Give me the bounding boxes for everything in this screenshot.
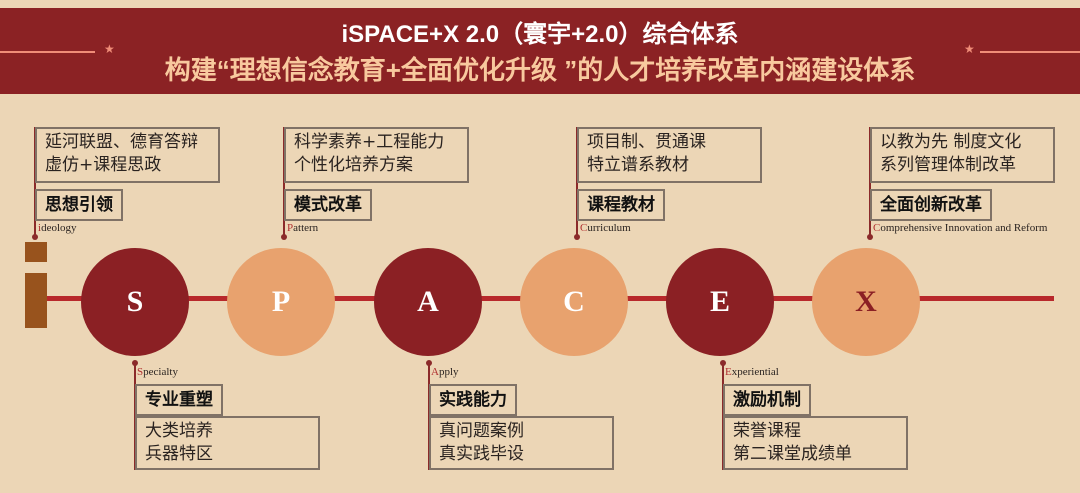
english-label-apply: Apply xyxy=(431,366,459,378)
node-x: X xyxy=(812,248,920,356)
description-box-specialty: 大类培养 兵器特区 xyxy=(135,416,320,470)
node-e: E xyxy=(666,248,774,356)
subtitle: 构建“理想信念教育+全面优化升级 ”的人才培养改革内涵建设体系 xyxy=(164,55,916,85)
star-icon: ★ xyxy=(104,42,115,56)
connector-dot xyxy=(281,234,287,240)
i-letter-dot xyxy=(25,242,47,262)
connector-dot xyxy=(867,234,873,240)
header-banner: iSPACE+X 2.0（寰宇+2.0）综合体系 ★ 构建“理想信念教育+全面优… xyxy=(0,8,1080,94)
label-apply: 实践能力 xyxy=(429,384,517,416)
label-ideology: 思想引领 xyxy=(35,189,123,221)
label-pattern: 模式改革 xyxy=(284,189,372,221)
description-box-pattern: 科学素养+工程能力 个性化培养方案 xyxy=(284,127,469,183)
label-comprehensive: 全面创新改革 xyxy=(870,189,992,221)
english-label-pattern: Pattern xyxy=(287,222,319,234)
node-c: C xyxy=(520,248,628,356)
node-p: P xyxy=(227,248,335,356)
english-label-curriculum: Curriculum xyxy=(580,222,631,234)
right-decor-line xyxy=(980,51,1080,53)
node-a: A xyxy=(374,248,482,356)
description-box-experiential: 荣誉课程 第二课堂成绩单 xyxy=(723,416,908,470)
left-decor-line xyxy=(0,51,95,53)
node-s: S xyxy=(81,248,189,356)
connector-dot xyxy=(574,234,580,240)
i-letter-stem xyxy=(25,273,47,328)
description-box-apply: 真问题案例 真实践毕设 xyxy=(429,416,614,470)
description-box-ideology: 延河联盟、德育答辩 虚仿+课程思政 xyxy=(35,127,220,183)
label-specialty: 专业重塑 xyxy=(135,384,223,416)
english-label-ideology: ideology xyxy=(38,222,77,234)
english-label-experiential: Experiential xyxy=(725,366,779,378)
connector-dot xyxy=(32,234,38,240)
description-box-comprehensive: 以教为先 制度文化 系列管理体制改革 xyxy=(870,127,1055,183)
description-box-curriculum: 项目制、贯通课 特立谱系教材 xyxy=(577,127,762,183)
english-label-specialty: Specialty xyxy=(137,366,178,378)
label-experiential: 激励机制 xyxy=(723,384,811,416)
main-title: iSPACE+X 2.0（寰宇+2.0）综合体系 xyxy=(341,21,739,48)
label-curriculum: 课程教材 xyxy=(577,189,665,221)
star-icon: ★ xyxy=(964,42,975,56)
english-label-comprehensive: Comprehensive Innovation and Reform xyxy=(873,222,1048,234)
